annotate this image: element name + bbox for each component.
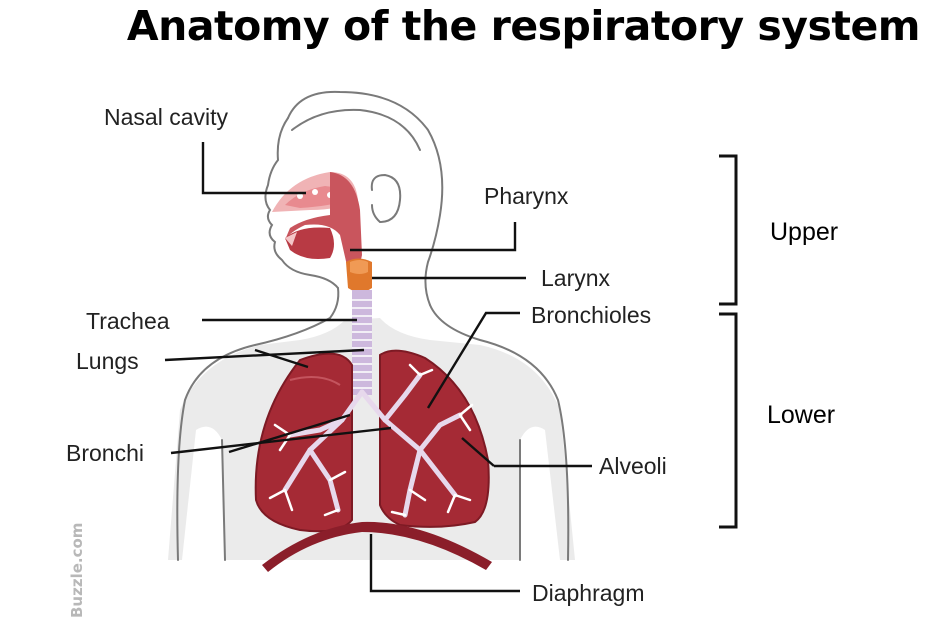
diaphragm-shape — [262, 521, 492, 572]
label-trachea: Trachea — [86, 308, 170, 334]
label-lower: Lower — [767, 401, 835, 429]
label-bronchi: Bronchi — [66, 440, 144, 466]
pharynx-shape — [285, 172, 362, 270]
label-upper: Upper — [770, 218, 838, 246]
left-lung — [254, 352, 353, 533]
label-pharynx: Pharynx — [484, 183, 569, 209]
label-bronchioles: Bronchioles — [531, 302, 651, 328]
lower-bracket — [719, 312, 738, 529]
label-diaphragm: Diaphragm — [532, 580, 645, 606]
label-nasal-cavity: Nasal cavity — [104, 104, 228, 130]
larynx-shape — [346, 258, 372, 292]
leader-lines — [164, 142, 592, 593]
label-lungs: Lungs — [76, 348, 139, 374]
label-larynx: Larynx — [541, 265, 611, 291]
label-alveoli: Alveoli — [599, 453, 667, 479]
upper-bracket — [719, 154, 738, 306]
trachea-shape — [352, 290, 372, 395]
page-title: Anatomy of the respiratory system — [126, 2, 921, 50]
watermark: Buzzle.com — [68, 523, 86, 618]
